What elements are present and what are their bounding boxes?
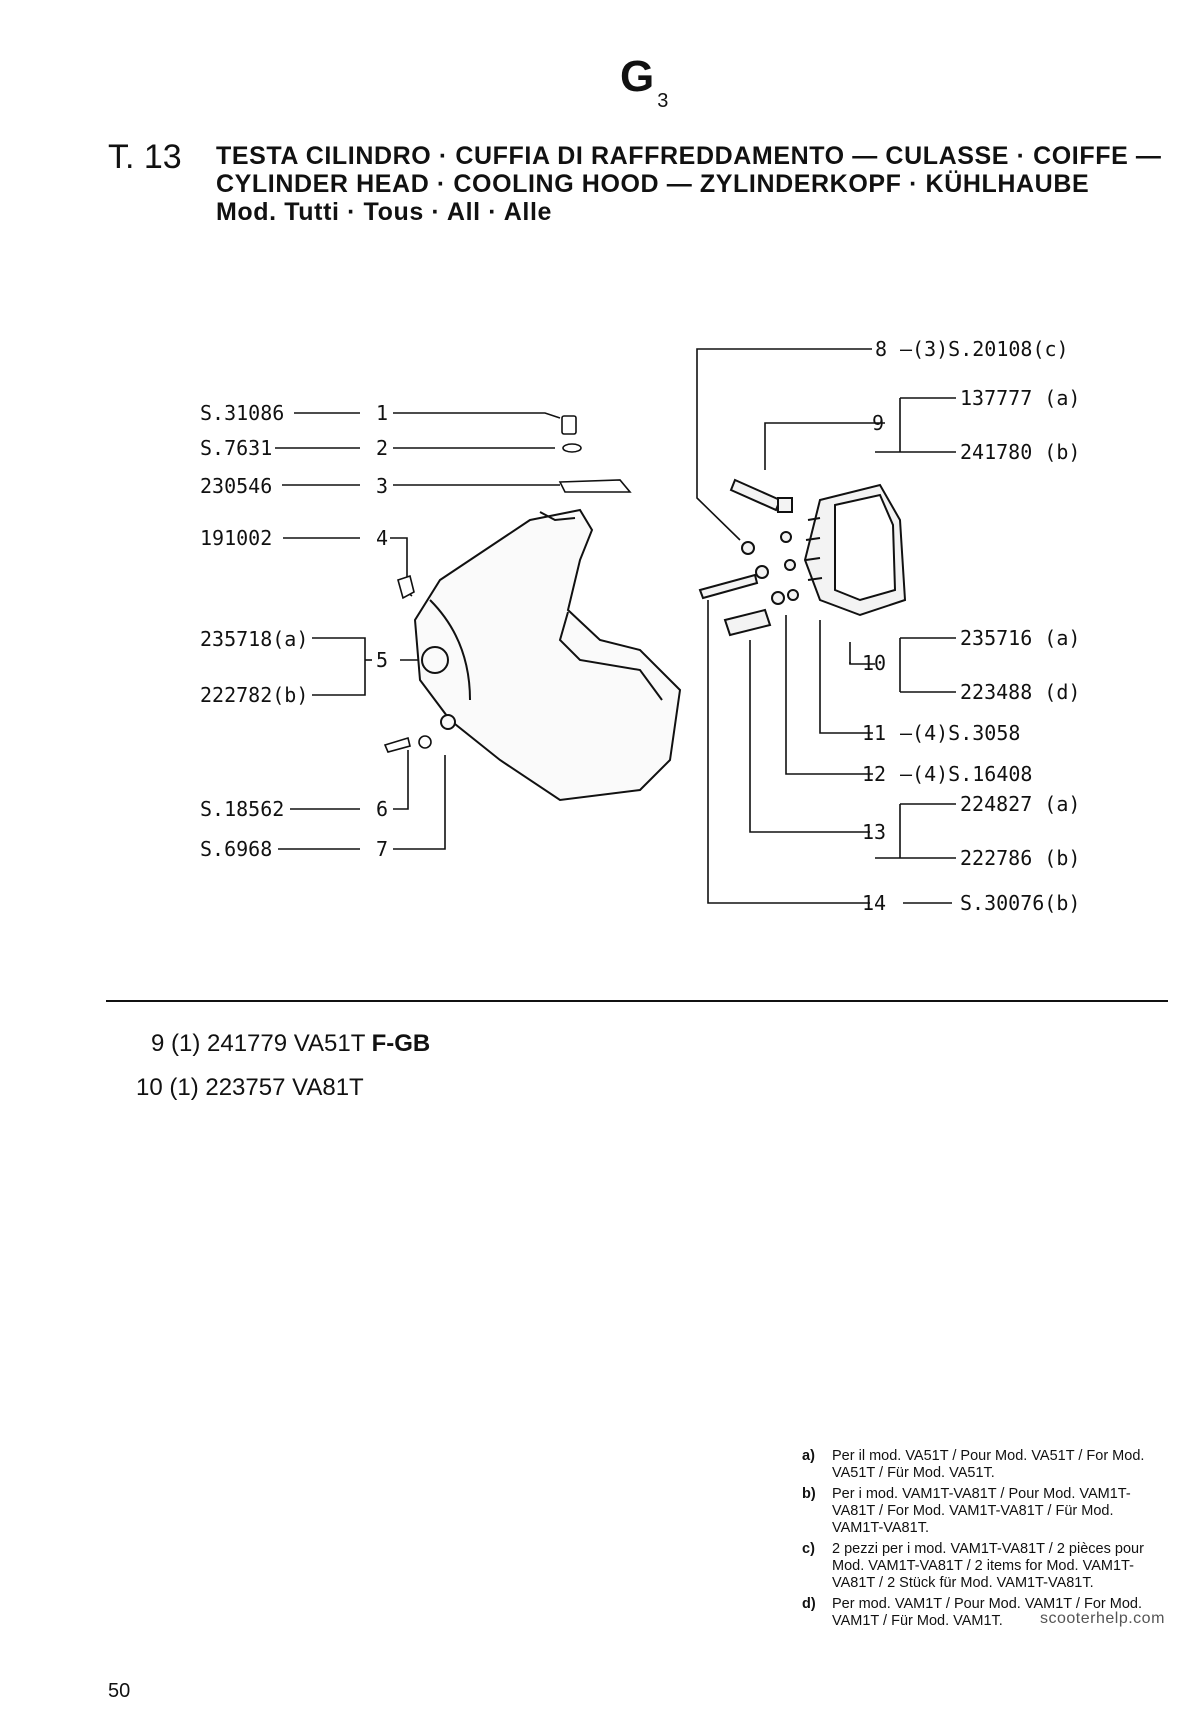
footnote-key: b) — [802, 1486, 816, 1502]
footnote-key: c) — [802, 1541, 815, 1557]
part-code-5a: 235718(a) — [200, 627, 308, 651]
part-item-2: 2 — [376, 436, 388, 460]
part-item-3: 3 — [376, 474, 388, 498]
variant-row: 9 (1) 241779 VA51T F-GB — [151, 1030, 430, 1058]
part-code-1: S.31086 — [200, 401, 284, 425]
footnote-key: a) — [802, 1448, 815, 1464]
footnote-text: Per i mod. VAM1T-VA81T / Pour Mod. VAM1T… — [832, 1486, 1131, 1536]
footnotes: a) Per il mod. VA51T / Pour Mod. VA51T / … — [802, 1448, 1168, 1634]
footnote-text: Per il mod. VA51T / Pour Mod. VA51T / Fo… — [832, 1448, 1145, 1481]
footnote: a) Per il mod. VA51T / Pour Mod. VA51T / … — [802, 1448, 1168, 1482]
part-code-4: 191002 — [200, 526, 272, 550]
part-code-10a: 235716 (a) — [960, 626, 1080, 650]
variant-row-market: F-GB — [371, 1030, 431, 1057]
footnote: d) Per mod. VAM1T / Pour Mod. VAM1T / For… — [802, 1596, 1168, 1630]
part-code-2: S.7631 — [200, 436, 272, 460]
exploded-parts-diagram: S.31086 1 S.7631 2 230546 3 191002 4 235… — [200, 337, 1080, 915]
section-subscript: 3 — [657, 89, 670, 112]
part-item-8: 8 — [875, 337, 887, 361]
part-item-11: 11 — [862, 721, 886, 745]
part-item-4: 4 — [376, 526, 388, 550]
part-item-14: 14 — [862, 891, 886, 915]
part-code-14: S.30076(b) — [960, 891, 1080, 915]
part-code-9b: 241780 (b) — [960, 440, 1080, 464]
variant-row-text: 10 (1) 223757 VA81T — [136, 1074, 364, 1101]
title-line-1: TESTA CILINDRO · CUFFIA DI RAFFREDDAMENT… — [216, 142, 1162, 170]
watermark: scooterhelp.com — [1040, 1610, 1165, 1627]
part-code-7: S.6968 — [200, 837, 272, 861]
part-code-9a: 137777 (a) — [960, 386, 1080, 410]
part-item-5: 5 — [376, 648, 388, 672]
footnote-text: 2 pezzi per i mod. VAM1T-VA81T / 2 pièce… — [832, 1541, 1144, 1591]
footnote: b) Per i mod. VAM1T-VA81T / Pour Mod. VAM… — [802, 1486, 1168, 1537]
part-code-12: —(4)S.16408 — [900, 762, 1032, 786]
part-code-13b: 222786 (b) — [960, 846, 1080, 870]
part-code-3: 230546 — [200, 474, 272, 498]
variant-row-text: 9 (1) 241779 VA51T — [151, 1030, 365, 1057]
footnote-key: d) — [802, 1596, 816, 1612]
part-item-1: 1 — [376, 401, 388, 425]
title-line-2: CYLINDER HEAD · COOLING HOOD — ZYLINDERK… — [216, 170, 1090, 198]
part-item-13: 13 — [862, 820, 886, 844]
part-code-10b: 223488 (d) — [960, 680, 1080, 704]
part-item-7: 7 — [376, 837, 388, 861]
part-code-13a: 224827 (a) — [960, 792, 1080, 816]
part-item-10: 10 — [862, 651, 886, 675]
table-number: T. 13 — [108, 138, 182, 176]
section-letter: G — [620, 52, 656, 101]
part-item-6: 6 — [376, 797, 388, 821]
footnote-text: Per mod. VAM1T / Pour Mod. VAM1T / For M… — [832, 1596, 1142, 1629]
variant-row: 10 (1) 223757 VA81T — [136, 1074, 364, 1102]
part-item-9: 9 — [872, 411, 884, 435]
part-item-12: 12 — [862, 762, 886, 786]
part-code-5b: 222782(b) — [200, 683, 308, 707]
part-code-11: —(4)S.3058 — [900, 721, 1020, 745]
page-number: 50 — [108, 1680, 131, 1702]
section-divider — [106, 1000, 1168, 1002]
footnote: c) 2 pezzi per i mod. VAM1T-VA81T / 2 piè… — [802, 1541, 1168, 1592]
title-line-3: Mod. Tutti · Tous · All · Alle — [216, 198, 552, 226]
part-code-6: S.18562 — [200, 797, 284, 821]
part-code-8: —(3)S.20108(c) — [900, 337, 1069, 361]
